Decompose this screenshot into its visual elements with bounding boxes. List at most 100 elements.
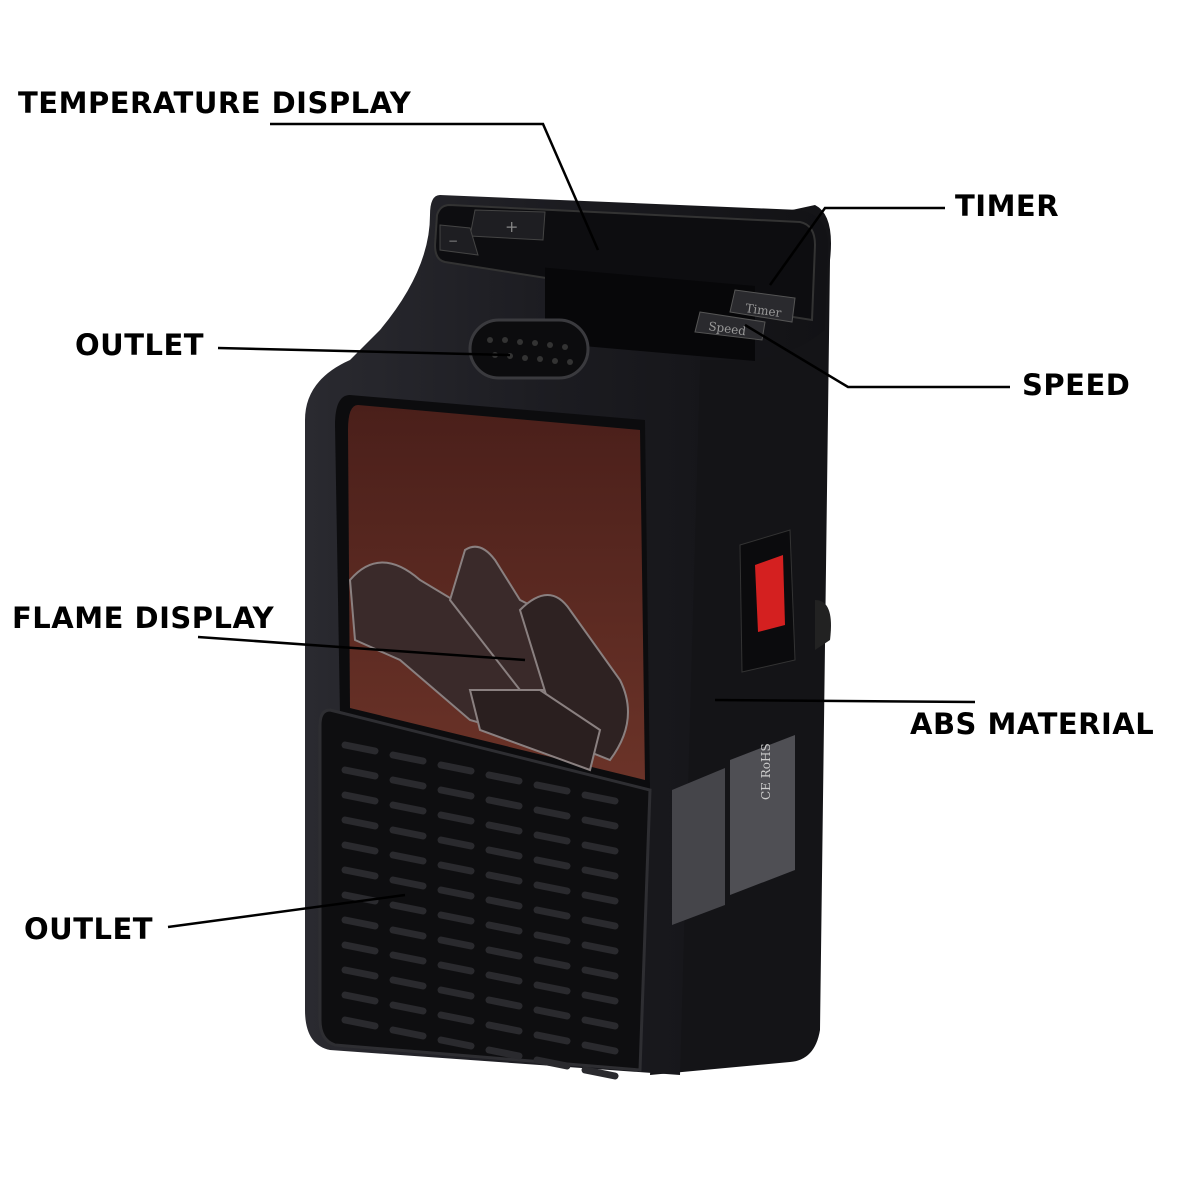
grille-slots: [341, 741, 619, 1080]
plug-prong: [815, 600, 831, 650]
power-switch[interactable]: [755, 555, 785, 632]
grille-slot: [485, 871, 523, 885]
grille-slot: [341, 866, 379, 880]
label-speed: SPEED: [1022, 368, 1131, 402]
grille-slot: [485, 896, 523, 910]
grille-slot: [533, 856, 571, 870]
grille-slot: [581, 966, 619, 980]
grille-slot: [581, 941, 619, 955]
vent-holes: [487, 337, 573, 365]
grille-slot: [389, 1001, 427, 1015]
leader-flame-display: [197, 635, 526, 662]
grille-slot: [389, 851, 427, 865]
grille-slot: [437, 911, 475, 925]
grille-slot: [437, 936, 475, 950]
grille-slot: [437, 1011, 475, 1025]
grille-slot: [341, 791, 379, 805]
grille-slot: [341, 916, 379, 930]
grille-slot: [389, 926, 427, 940]
grille-slot: [437, 1036, 475, 1050]
grille-slot: [389, 801, 427, 815]
grille-slot: [389, 951, 427, 965]
grille-slot: [485, 846, 523, 860]
grille-slot: [485, 1021, 523, 1035]
grille-slot: [389, 826, 427, 840]
grille-slot: [581, 866, 619, 880]
label-outlet-top: OUTLET: [75, 328, 205, 362]
timer-button-label: Timer: [745, 301, 783, 320]
logs: [348, 545, 629, 772]
grille-slot: [341, 966, 379, 980]
grille-slot: [581, 991, 619, 1005]
grille-slot: [533, 1006, 571, 1020]
grille-slot: [437, 886, 475, 900]
grille-slot: [437, 836, 475, 850]
leader-temperature-display: [270, 122, 600, 251]
leader-lines: [167, 122, 1010, 929]
grille-slot: [437, 786, 475, 800]
grille-slot: [485, 821, 523, 835]
grille-slot: [389, 901, 427, 915]
grille-slot: [581, 816, 619, 830]
grille-slot: [389, 751, 427, 765]
grille-slot: [389, 976, 427, 990]
grille-slot: [437, 811, 475, 825]
grille-slot: [533, 1056, 571, 1070]
grille-slot: [485, 921, 523, 935]
minus-label: −: [448, 234, 458, 248]
grille-slot: [533, 881, 571, 895]
grille-slot: [485, 771, 523, 785]
grille-slot: [437, 761, 475, 775]
label-outlet-bottom: OUTLET: [24, 912, 154, 946]
grille-slot: [485, 971, 523, 985]
grille-slot: [485, 996, 523, 1010]
timer-button: [729, 289, 796, 323]
leader-timer: [768, 206, 945, 286]
label-abs-material: ABS MATERIAL: [910, 707, 1155, 741]
grille-slot: [581, 1016, 619, 1030]
label-timer: TIMER: [955, 189, 1060, 223]
grille-slot: [533, 981, 571, 995]
speed-button-label: Speed: [708, 319, 748, 338]
grille-slot: [581, 841, 619, 855]
grille-slot: [437, 861, 475, 875]
temperature-screen: [545, 267, 755, 362]
spec-sticker: [672, 768, 725, 925]
grille-slot: [389, 776, 427, 790]
plus-label: +: [505, 217, 518, 236]
grille-slot: [341, 766, 379, 780]
grille-slot: [581, 791, 619, 805]
label-temperature-display: TEMPERATURE DISPLAY: [18, 86, 412, 120]
warning-sticker: [730, 735, 795, 895]
top-outlet-vent: [468, 318, 590, 380]
grille-slot: [485, 1046, 523, 1060]
leader-abs-material: [714, 698, 976, 704]
grille-slot: [341, 1016, 379, 1030]
leader-outlet-top: [217, 346, 511, 357]
grille-slot: [533, 781, 571, 795]
grille-slot: [389, 1026, 427, 1040]
grille-slot: [533, 956, 571, 970]
plus-button: [469, 209, 546, 241]
grille-slot: [389, 876, 427, 890]
grille-slot: [533, 1031, 571, 1045]
grille-slot: [581, 1066, 619, 1080]
sticker-marks: CE RoHS: [759, 743, 773, 800]
leader-speed: [744, 323, 1010, 389]
grille-slot: [581, 916, 619, 930]
grille-slot: [341, 941, 379, 955]
grille-slot: [533, 831, 571, 845]
minus-button: [439, 224, 479, 256]
label-flame-display: FLAME DISPLAY: [12, 601, 275, 635]
grille-slot: [341, 991, 379, 1005]
grille-slot: [581, 891, 619, 905]
grille-slot: [437, 961, 475, 975]
grille-slot: [341, 841, 379, 855]
grille-slot: [341, 816, 379, 830]
grille-slot: [581, 1041, 619, 1055]
grille-slot: [485, 946, 523, 960]
grille-slot: [533, 806, 571, 820]
leader-outlet-bottom: [167, 893, 406, 929]
